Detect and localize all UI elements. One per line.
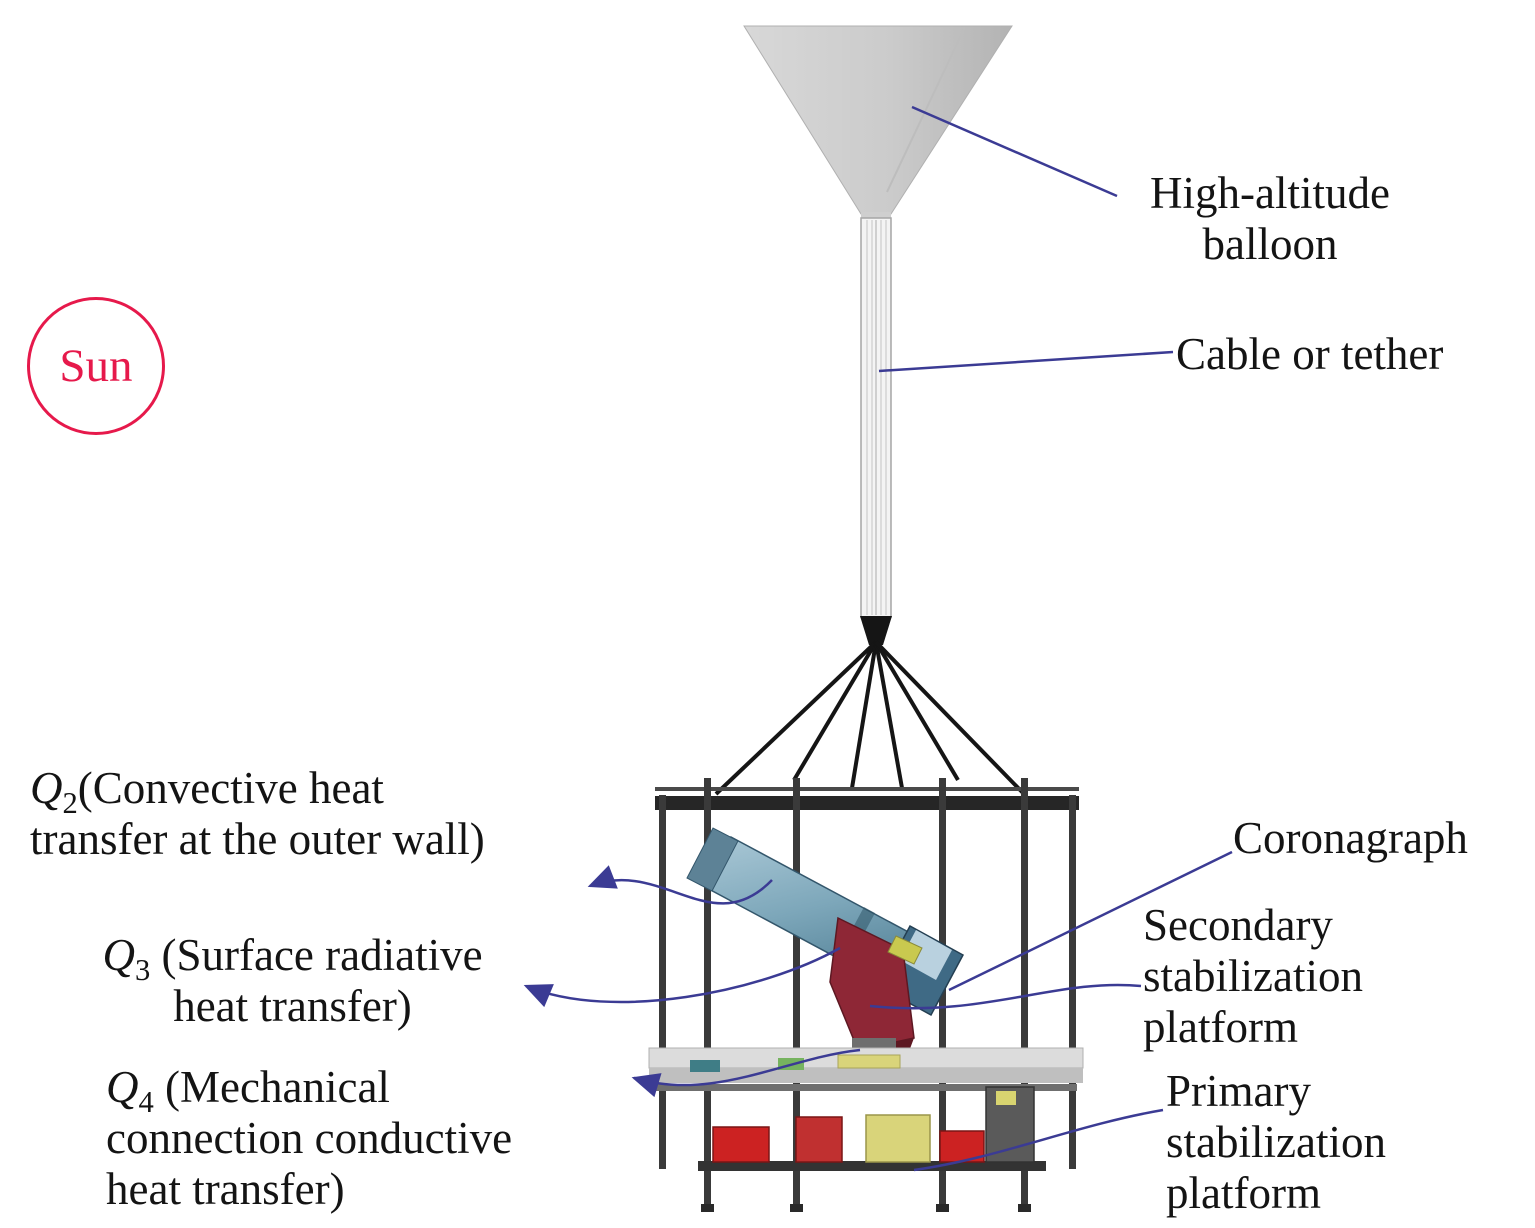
label-q3-line1: Q3 (Surface radiative	[55, 930, 530, 985]
cage-foot	[701, 1204, 714, 1212]
label-secondary-line1: Secondary	[1143, 900, 1333, 950]
suspension-line	[874, 640, 1026, 796]
label-coronagraph: Coronagraph	[1233, 813, 1468, 864]
camera-panel	[900, 930, 952, 980]
label-cable: Cable or tether	[1176, 329, 1443, 380]
label-q2: Q2(Convective heat transfer at the outer…	[30, 763, 485, 865]
suspension-line	[874, 641, 904, 789]
q2-text1: (Convective heat	[77, 763, 384, 813]
q2-subscript: 2	[62, 786, 78, 820]
label-secondary-platform: Secondary stabilization platform	[1143, 900, 1363, 1053]
platform-group	[648, 1047, 1084, 1091]
arrow-q2	[587, 865, 773, 905]
leader-lines	[523, 105, 1233, 1172]
suspension-line	[714, 640, 878, 796]
label-primary-line1: Primary	[1166, 1066, 1311, 1116]
equipment-bay	[712, 1086, 1035, 1163]
cage-post	[659, 795, 666, 1169]
q3-symbol: Q	[102, 930, 135, 980]
platform-item-yellow	[837, 1054, 901, 1069]
equipment-box-red	[795, 1116, 843, 1163]
label-q3: Q3 (Surface radiative heat transfer)	[55, 930, 530, 1032]
platform-item-teal	[690, 1060, 720, 1072]
label-cable-text: Cable or tether	[1176, 329, 1444, 379]
label-secondary-line3: platform	[1143, 1001, 1298, 1052]
label-q4-line1: Q4 (Mechanical	[106, 1062, 512, 1117]
leader-balloon	[911, 105, 1118, 198]
cage-post	[1021, 778, 1028, 1210]
label-primary-line2: stabilization	[1166, 1116, 1386, 1167]
label-q4: Q4 (Mechanical connection conductive hea…	[106, 1062, 512, 1215]
suspension-cone	[860, 616, 892, 645]
mount-yellow-part	[887, 935, 923, 965]
label-secondary-line2: stabilization	[1143, 950, 1363, 1001]
label-q4-line3: heat transfer)	[106, 1163, 345, 1214]
q3-text1: (Surface radiative	[150, 930, 483, 980]
equipment-unit-top	[996, 1091, 1016, 1105]
suspension-line	[792, 640, 878, 782]
arrow-q4	[631, 1048, 861, 1098]
label-q3-line2: heat transfer)	[173, 980, 412, 1031]
label-q2-line1: Q2(Convective heat	[30, 763, 485, 818]
cage-top-band	[655, 796, 1079, 810]
label-primary-platform: Primary stabilization platform	[1166, 1066, 1386, 1219]
cage-foot	[936, 1204, 949, 1212]
arrow-q3	[523, 946, 841, 1008]
sun-symbol: Sun	[27, 297, 165, 435]
cable-group	[860, 217, 892, 618]
label-q4-line2: connection conductive	[106, 1112, 513, 1163]
telescope-front-cap	[686, 827, 739, 892]
label-balloon-line1: High-altitude	[1150, 168, 1390, 218]
sun-label: Sun	[59, 340, 133, 392]
leader-cable	[878, 350, 1174, 373]
q4-text1: (Mechanical	[153, 1062, 390, 1112]
suspension-line	[850, 641, 878, 789]
leader-primary-platform	[913, 1108, 1164, 1172]
equipment-box-red	[712, 1126, 770, 1163]
balloon-group	[743, 25, 1013, 219]
suspension-line	[874, 640, 960, 782]
cage-bottom-rail	[698, 1161, 1046, 1171]
label-coronagraph-text: Coronagraph	[1233, 813, 1468, 863]
label-primary-line3: platform	[1166, 1167, 1321, 1218]
q4-subscript: 4	[138, 1085, 154, 1119]
balloon-shape	[743, 25, 1013, 215]
leader-secondary-platform	[869, 983, 1142, 1010]
cage-top-rail	[655, 787, 1079, 791]
platform-dark-strip	[655, 1084, 1077, 1091]
cage-post	[793, 778, 800, 1210]
balloon-neck	[861, 212, 891, 219]
label-balloon: High-altitude balloon	[1095, 168, 1445, 270]
q2-symbol: Q	[30, 763, 63, 813]
q4-symbol: Q	[106, 1062, 139, 1112]
leader-coronagraph	[948, 850, 1233, 992]
equipment-box-yellow	[865, 1114, 931, 1163]
cage-foot	[1018, 1204, 1031, 1212]
balloon-fold-line	[886, 26, 966, 193]
coronagraph-assembly	[686, 827, 965, 1058]
cage-foot	[790, 1204, 803, 1212]
cage-post	[1069, 795, 1076, 1169]
label-balloon-line2: balloon	[1202, 218, 1338, 269]
platform-front	[649, 1068, 1083, 1083]
label-q2-line2: transfer at the outer wall)	[30, 813, 485, 864]
suspension-group	[714, 616, 1026, 796]
q3-subscript: 3	[134, 953, 151, 987]
